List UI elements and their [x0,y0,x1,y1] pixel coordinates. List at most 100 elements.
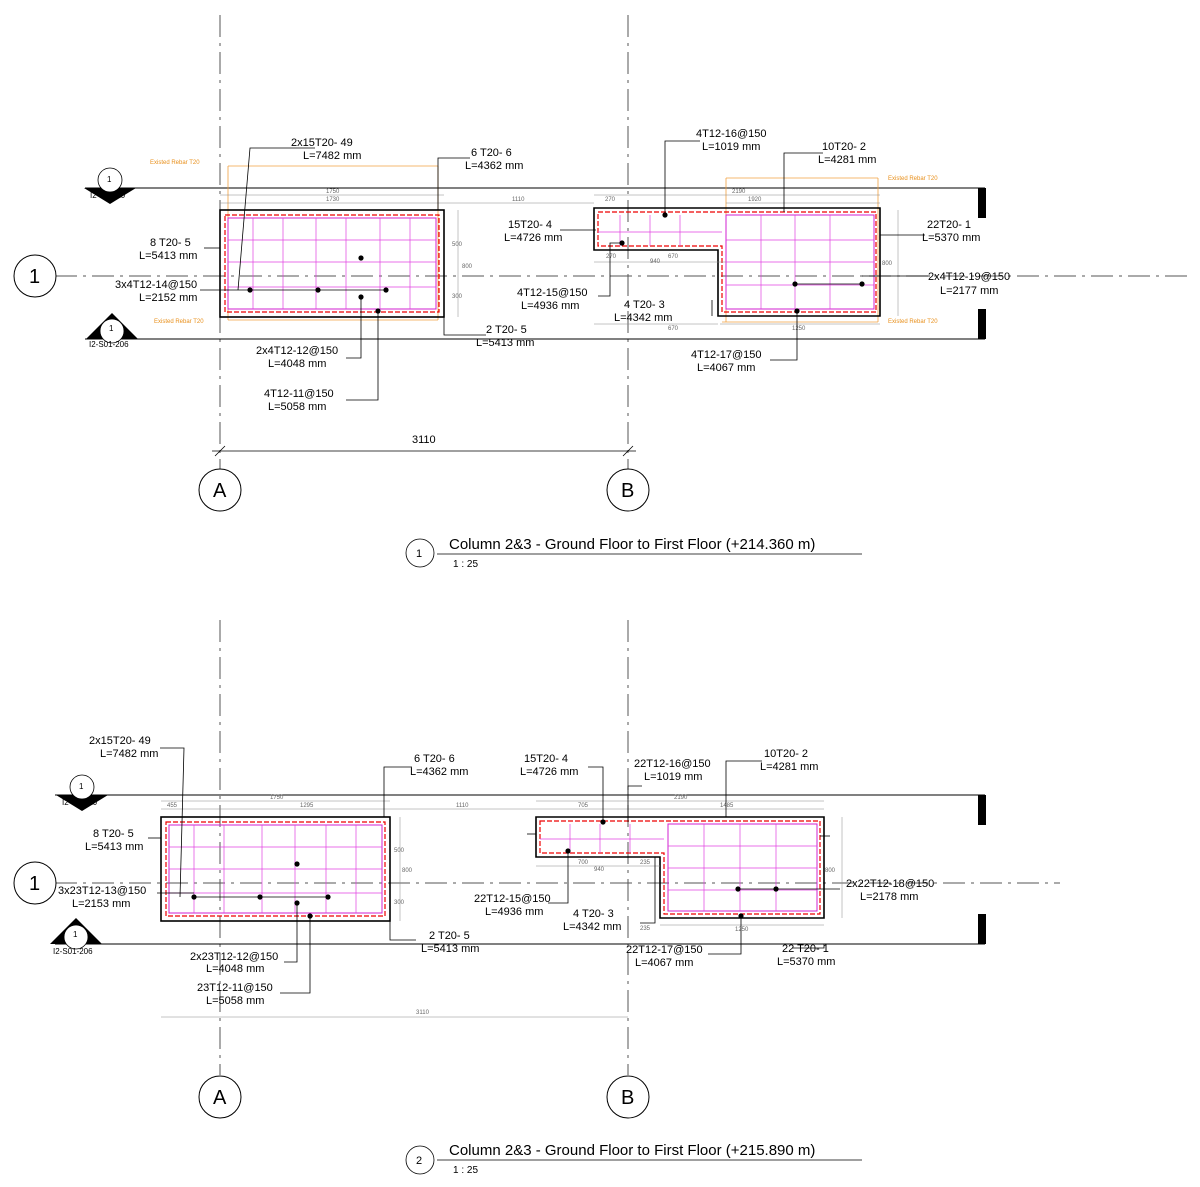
tag-b-line1: 6 T20- 6 [471,147,512,159]
view-scale: 1 : 25 [453,559,478,570]
tag-h-line1: 22T12-16@150 [634,758,711,770]
tag-j-line2: L=4726 mm [504,232,562,244]
tag-b-line2: L=4362 mm [410,766,468,778]
dim-940: 940 [594,867,605,873]
column-left-section [219,209,445,318]
tag-n-line1: 4 T20- 3 [624,299,665,311]
dim-940: 940 [650,259,661,265]
tag-o-line1: 4T12-17@150 [691,349,762,361]
orange-note-right-top: Existed Rebar T20 [888,176,938,182]
span-dimension: 3110 [412,434,436,446]
tag-f-line2: L=5058 mm [268,401,326,413]
tag-g-line2: L=5413 mm [421,943,479,955]
view-title: Column 2&3 - Ground Floor to First Floor… [449,1142,815,1159]
grid-bubble-a [198,468,242,512]
tag-n-line2: L=4342 mm [563,921,621,933]
dim-670a: 670 [668,254,679,260]
tag-m-line2: L=4936 mm [485,906,543,918]
column-right-section [535,816,840,919]
tag-i-line2: L=4281 mm [760,761,818,773]
ref-code: I2-S01-20 [62,798,98,807]
dim-2190: 2190 [674,795,688,801]
wall-end-bottom [978,309,986,339]
view-number: 1 [416,548,422,560]
tag-i-line2: L=4281 mm [818,154,876,166]
dim-235b: 235 [640,926,651,932]
dim-800a: 800 [462,264,473,270]
tag-j-line1: 15T20- 4 [524,753,568,765]
tag-m-line1: 4T12-15@150 [517,287,588,299]
tag-d-line1: 3x4T12-14@150 [115,279,197,291]
section-marker-bottom: 1 I2-S01-206 [50,918,102,956]
dim-1110: 1110 [512,197,525,203]
view-title: Column 2&3 - Ground Floor to First Floor… [449,536,815,553]
dim-300: 300 [394,900,405,906]
view-number: 2 [416,1155,422,1167]
tag-h-line2: L=1019 mm [644,771,702,783]
dim-500: 500 [394,848,405,854]
ref-code: I2-S01-206 [53,947,93,956]
tag-m-line1: 22T12-15@150 [474,893,551,905]
view-2: 455 1750 1295 1110 705 2190 1485 940 700… [13,735,986,1176]
dim-1250: 1250 [735,927,749,933]
ref-num: 1 [107,175,112,184]
dim-1750: 1750 [326,189,340,195]
tag-b-line1: 6 T20- 6 [414,753,455,765]
ref-num: 1 [79,782,84,791]
grid-lines [55,15,1188,1075]
span-dimension: 3110 [416,1010,430,1016]
dim-800a: 800 [402,868,413,874]
tag-o-line1: 22T12-17@150 [626,944,703,956]
rebar-tags-view-1: 2x15T20- 49 L=7482 mm 6 T20- 6 L=4362 mm… [115,128,1010,413]
dim-700: 700 [578,860,589,866]
tag-j-line2: L=4726 mm [520,766,578,778]
wall-end-top [978,188,986,218]
tag-a-line2: L=7482 mm [303,150,361,162]
tag-l-line2: L=2177 mm [940,285,998,297]
tag-k-line1: 22T20- 1 [927,219,971,231]
dim-705: 705 [578,803,589,809]
dim-800b: 800 [825,868,836,874]
tag-a-line1: 2x15T20- 49 [89,735,151,747]
dim-500: 500 [452,242,463,248]
section-marker-bottom: 1 I2-S01-206 [86,313,138,349]
tag-d-line1: 3x23T12-13@150 [58,885,146,897]
ref-num: 1 [109,324,114,333]
tag-n-line1: 4 T20- 3 [573,908,614,920]
dim-235a: 235 [640,860,651,866]
dim-270-b: 270 [606,254,617,260]
tag-e-line1: 2x4T12-12@150 [256,345,338,357]
tag-o-line2: L=4067 mm [635,957,693,969]
tag-k-line2: L=5370 mm [922,232,980,244]
grid-bubble-a [198,1075,242,1119]
tag-d-line2: L=2153 mm [72,898,130,910]
grid-label-b: B [621,1087,634,1109]
tag-i-line1: 10T20- 2 [764,748,808,760]
view-number-bubble [405,538,435,568]
orange-note-bottom: Existed Rebar T20 [154,319,204,325]
tag-f-line1: 4T12-11@150 [264,388,334,400]
tag-h-line2: L=1019 mm [702,141,760,153]
orange-note-top: Existed Rebar T20 [150,160,200,166]
tag-a-line1: 2x15T20- 49 [291,137,353,149]
dim-1920: 1920 [748,197,762,203]
tag-h-line1: 4T12-16@150 [696,128,767,140]
section-marker-top: 1 I2-S01-20 [56,774,108,811]
tag-i-line1: 10T20- 2 [822,141,866,153]
tag-k-line1: 22 T20- 1 [782,943,829,955]
tag-c-line2: L=5413 mm [139,250,197,262]
dim-1750: 1750 [270,795,284,801]
tag-g-line1: 2 T20- 5 [429,930,470,942]
tag-n-line2: L=4342 mm [614,312,672,324]
grid-label-a: A [213,480,227,502]
view-1: Existed Rebar T20 Existed Rebar T20 Exis… [13,128,1010,570]
grid-label-row-1: 1 [29,266,40,288]
ref-code: I2-S01-20 [90,191,126,200]
grid-bubble-b [606,1075,650,1119]
dim-300: 300 [452,294,463,300]
rebar-tags-view-2: 2x15T20- 49 L=7482 mm 6 T20- 6 L=4362 mm… [58,735,934,1007]
ref-num: 1 [73,930,78,939]
dim-1485: 1485 [720,803,734,809]
ref-code: I2-S01-206 [89,340,129,349]
